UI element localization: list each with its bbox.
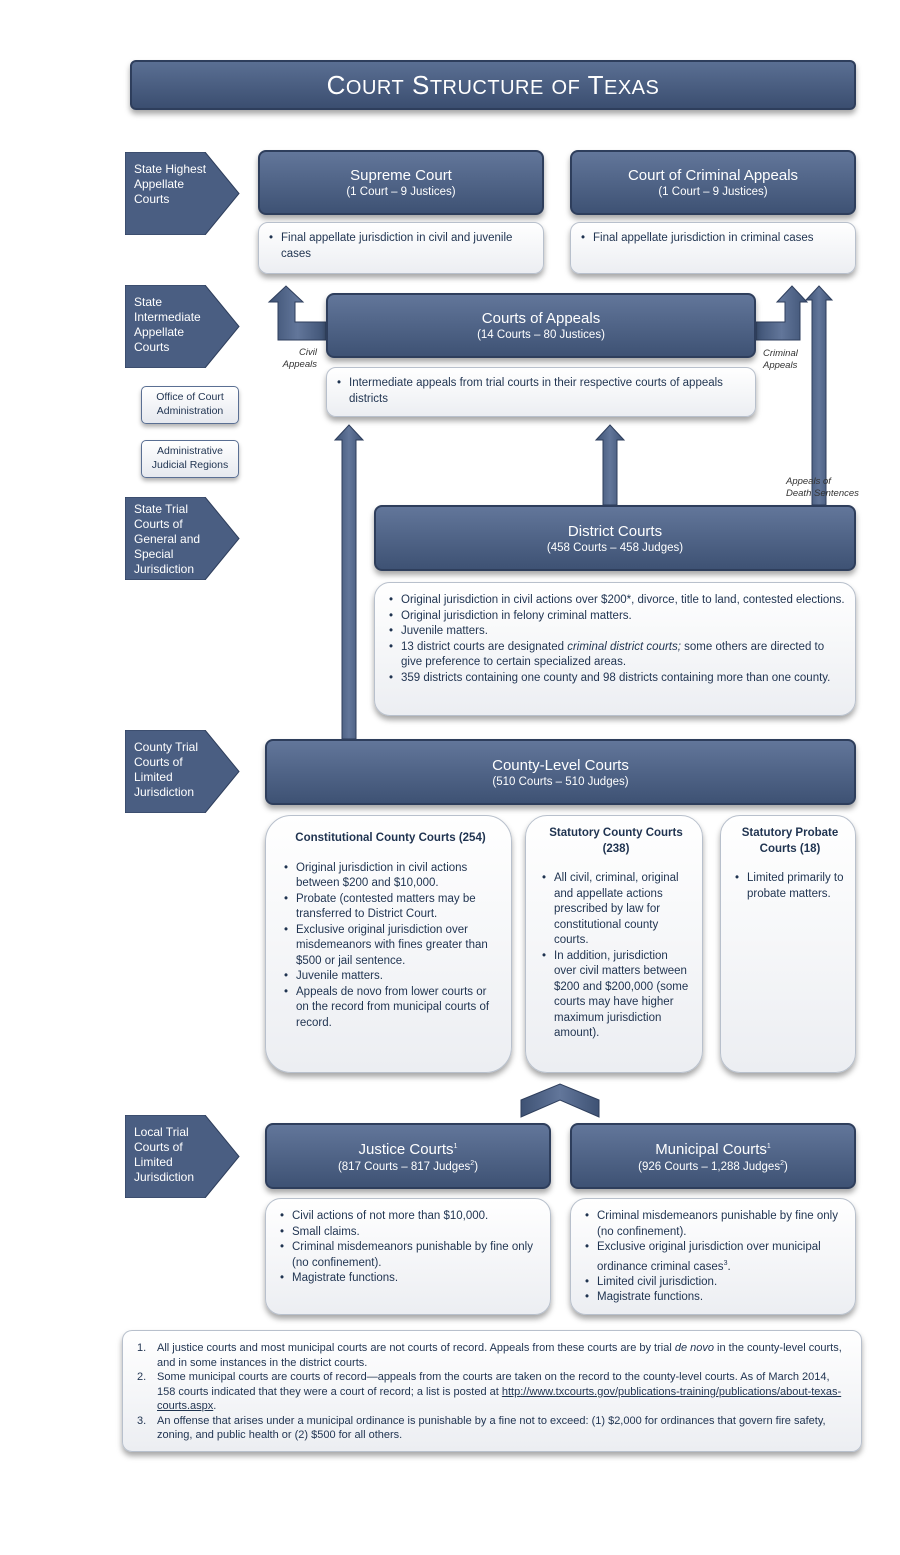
- footnote-3: 3.An offense that arises under a municip…: [137, 1414, 826, 1442]
- county-to-appeals-arrow: [333, 424, 365, 740]
- footnote-1: 1.All justice courts and most municipal …: [137, 1342, 842, 1369]
- criminal-appeals-description: Final appellate jurisdiction in criminal…: [570, 222, 856, 274]
- constitutional-county-courts-box: Constitutional County Courts (254) Origi…: [265, 815, 512, 1073]
- municipal-courts-description: Criminal misdemeanors punishable by fine…: [570, 1198, 856, 1315]
- list-item: Limited primarily to probate matters.: [735, 871, 845, 902]
- list-item: Final appellate jurisdiction in civil an…: [269, 231, 533, 262]
- list-item: Civil actions of not more than $10,000.: [280, 1209, 540, 1225]
- list-item: 359 districts containing one county and …: [389, 671, 845, 687]
- statutory-county-heading: Statutory County Courts (238): [549, 827, 683, 855]
- list-item: Small claims.: [280, 1225, 540, 1241]
- chevron-up-arrow: [520, 1083, 600, 1118]
- list-item: Magistrate functions.: [585, 1290, 845, 1306]
- list-item: Exclusive original jurisdiction over mis…: [284, 923, 497, 970]
- list-item: Original jurisdiction in civil actions o…: [389, 593, 845, 609]
- supreme-court-box: Supreme Court (1 Court – 9 Justices): [258, 150, 544, 215]
- constitutional-county-heading: Constitutional County Courts (254): [295, 832, 486, 844]
- criminal-appeals-arrow: [755, 285, 809, 341]
- death-sentence-arrow: [804, 285, 834, 506]
- justice-courts-description: Civil actions of not more than $10,000. …: [265, 1198, 551, 1315]
- footnotes: 1.All justice courts and most municipal …: [122, 1330, 862, 1452]
- list-item: 13 district courts are designated crimin…: [389, 640, 845, 671]
- statutory-county-courts-box: Statutory County Courts (238) All civil,…: [525, 815, 703, 1073]
- list-item: Limited civil jurisdiction.: [585, 1275, 845, 1291]
- list-item: Exclusive original jurisdiction over mun…: [585, 1240, 845, 1275]
- court-of-criminal-appeals-box: Court of Criminal Appeals (1 Court – 9 J…: [570, 150, 856, 215]
- txcourts-link[interactable]: http://www.txcourts.gov/publications-tra…: [157, 1385, 842, 1413]
- list-item: Original jurisdiction in felony criminal…: [389, 609, 845, 625]
- footnote-2: 2.Some municipal courts are courts of re…: [137, 1371, 842, 1413]
- list-item: Final appellate jurisdiction in criminal…: [581, 231, 845, 247]
- justice-courts-box: Justice Courts1 (817 Courts – 817 Judges…: [265, 1123, 551, 1189]
- list-item: Criminal misdemeanors punishable by fine…: [280, 1240, 540, 1271]
- district-courts-box: District Courts (458 Courts – 458 Judges…: [374, 505, 856, 571]
- supreme-court-description: Final appellate jurisdiction in civil an…: [258, 222, 544, 274]
- municipal-courts-box: Municipal Courts1 (926 Courts – 1,288 Ju…: [570, 1123, 856, 1189]
- courts-of-appeals-box: Courts of Appeals (14 Courts – 80 Justic…: [326, 293, 756, 358]
- civil-appeals-arrow: [267, 285, 327, 341]
- page-title: COURT STRUCTURE OF TEXAS: [130, 60, 856, 110]
- district-to-appeals-arrow: [594, 424, 626, 506]
- courts-of-appeals-description: Intermediate appeals from trial courts i…: [326, 367, 756, 417]
- list-item: Intermediate appeals from trial courts i…: [337, 376, 745, 407]
- county-level-courts-box: County-Level Courts (510 Courts – 510 Ju…: [265, 739, 856, 805]
- list-item: Magistrate functions.: [280, 1271, 540, 1287]
- list-item: In addition, jurisdiction over civil mat…: [542, 949, 690, 1042]
- list-item: Criminal misdemeanors punishable by fine…: [585, 1209, 845, 1240]
- list-item: Appeals de novo from lower courts or on …: [284, 985, 497, 1032]
- district-courts-description: Original jurisdiction in civil actions o…: [374, 582, 856, 716]
- statutory-probate-courts-box: Statutory Probate Courts (18) Limited pr…: [720, 815, 856, 1073]
- list-item: Juvenile matters.: [284, 969, 497, 985]
- list-item: Probate (contested matters may be transf…: [284, 892, 497, 923]
- list-item: Juvenile matters.: [389, 624, 845, 640]
- list-item: Original jurisdiction in civil actions b…: [284, 861, 497, 892]
- list-item: All civil, criminal, original and appell…: [542, 871, 690, 949]
- statutory-probate-heading: Statutory Probate Courts (18): [741, 827, 839, 855]
